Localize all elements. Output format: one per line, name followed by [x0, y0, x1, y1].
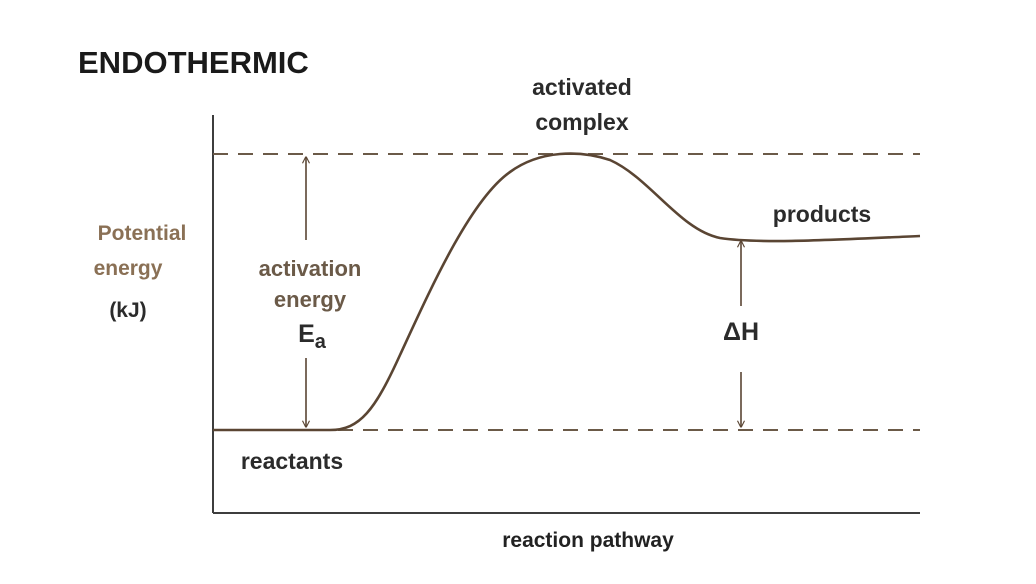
x-axis-label: reaction pathway [502, 529, 674, 552]
reactants-label: reactants [241, 448, 343, 474]
y-axis-label-line1: Potential [98, 222, 187, 245]
activation-energy-symbol: Ea [298, 320, 327, 353]
activation-energy-label-line1: activation [259, 256, 362, 281]
activation-energy-symbol-letter: E [298, 320, 315, 348]
activation-energy-symbol-subscript: a [315, 331, 327, 353]
activated-complex-label-line2: complex [535, 109, 629, 135]
activated-complex-label-line1: activated [532, 74, 632, 100]
y-axis-label-line2: energy [94, 257, 163, 280]
diagram-title: ENDOTHERMIC [78, 45, 309, 80]
activation-energy-label-line2: energy [274, 287, 347, 312]
y-axis-unit: (kJ) [109, 299, 146, 322]
products-label: products [773, 201, 871, 227]
energy-curve [213, 152, 921, 432]
delta-h-label: ΔH [723, 318, 759, 346]
